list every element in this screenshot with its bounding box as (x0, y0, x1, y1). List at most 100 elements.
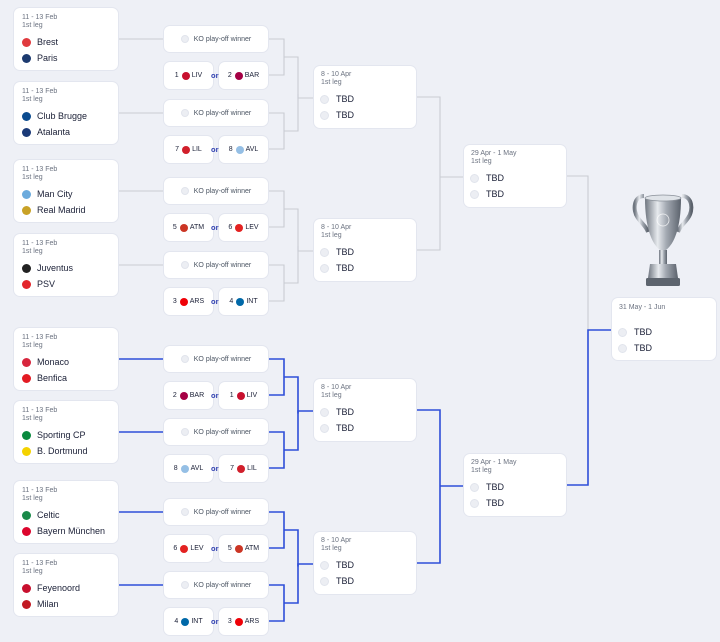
placeholder-crest-icon (320, 95, 329, 104)
connector (284, 208, 299, 284)
playoff-option-ars[interactable]: 3 ARS (219, 608, 268, 635)
ko-playoff-winner-slot[interactable]: KO play-off winner (164, 26, 268, 52)
team-name: TBD (486, 482, 504, 492)
match-leg: 1st leg (321, 79, 342, 86)
away-team-crest-icon (22, 374, 31, 383)
placeholder-crest-icon (180, 261, 189, 269)
tbd-team: TBD (320, 576, 354, 587)
team-abbr: ARS (244, 618, 260, 625)
team-name: TBD (336, 576, 354, 586)
match-leg: 1st leg (22, 495, 43, 502)
away-team-name: Milan (37, 599, 59, 609)
int-crest-icon (181, 617, 190, 626)
tbd-team: TBD (320, 407, 354, 418)
connector (297, 410, 314, 414)
connector (566, 329, 612, 486)
home-team-crest-icon (22, 264, 31, 273)
seed-number: 4 (174, 618, 179, 625)
home-team-crest-icon (22, 584, 31, 593)
match-date: 8 - 10 Apr (321, 71, 352, 78)
away-team-crest-icon (22, 54, 31, 63)
match-date: 8 - 10 Apr (321, 537, 352, 544)
playoff-option-int[interactable]: 4 INT (164, 608, 213, 635)
home-team-name: Man City (37, 189, 73, 199)
placeholder-crest-icon (180, 581, 189, 589)
seed-number: 3 (172, 298, 177, 305)
team-abbr: LEV (245, 224, 259, 231)
placeholder-crest-icon (180, 428, 189, 436)
seed-number: 2 (227, 72, 232, 79)
lil-crest-icon (237, 464, 246, 473)
seed-number: 3 (227, 618, 232, 625)
connector (268, 264, 285, 302)
ko-playoff-winner-slot[interactable]: KO play-off winner (164, 499, 268, 525)
team-name: TBD (634, 343, 652, 353)
placeholder-crest-icon (320, 577, 329, 586)
seed-number: 4 (229, 298, 234, 305)
ko-playoff-winner-label: KO play-off winner (193, 508, 252, 516)
placeholder-crest-icon (618, 328, 627, 337)
tbd-team: TBD (320, 110, 354, 121)
ko-playoff-winner-slot[interactable]: KO play-off winner (164, 100, 268, 126)
home-team-crest-icon (22, 511, 31, 520)
team-name: TBD (336, 423, 354, 433)
connector (416, 96, 441, 251)
trophy-icon (630, 190, 696, 295)
ko-playoff-winner-slot[interactable]: KO play-off winner (164, 178, 268, 204)
or-label: or (211, 544, 219, 553)
match-leg: 1st leg (321, 392, 342, 399)
away-team-crest-icon (22, 280, 31, 289)
connector (268, 584, 285, 622)
connector (268, 112, 285, 150)
ko-playoff-winner-label: KO play-off winner (193, 428, 252, 436)
team-abbr: INT (191, 618, 203, 625)
lev-crest-icon (235, 223, 244, 232)
ko-playoff-winner-slot[interactable]: KO play-off winner (164, 346, 268, 372)
match-date: 8 - 10 Apr (321, 384, 352, 391)
team-away: Benfica (22, 373, 67, 384)
team-away: B. Dortmund (22, 446, 88, 457)
ko-playoff-winner-slot[interactable]: KO play-off winner (164, 572, 268, 598)
placeholder-crest-icon (180, 508, 189, 516)
or-label: or (211, 297, 219, 306)
match-leg: 1st leg (22, 415, 43, 422)
match-leg: 1st leg (22, 174, 43, 181)
team-away: Atalanta (22, 127, 70, 138)
team-name: TBD (336, 560, 354, 570)
ko-playoff-winner-slot[interactable]: KO play-off winner (164, 252, 268, 278)
ko-playoff-winner-slot[interactable]: KO play-off winner (164, 419, 268, 445)
match-date: 11 - 13 Feb (22, 334, 58, 341)
tbd-team: TBD (320, 560, 354, 571)
seed-number: 7 (230, 465, 235, 472)
placeholder-crest-icon (180, 35, 189, 43)
